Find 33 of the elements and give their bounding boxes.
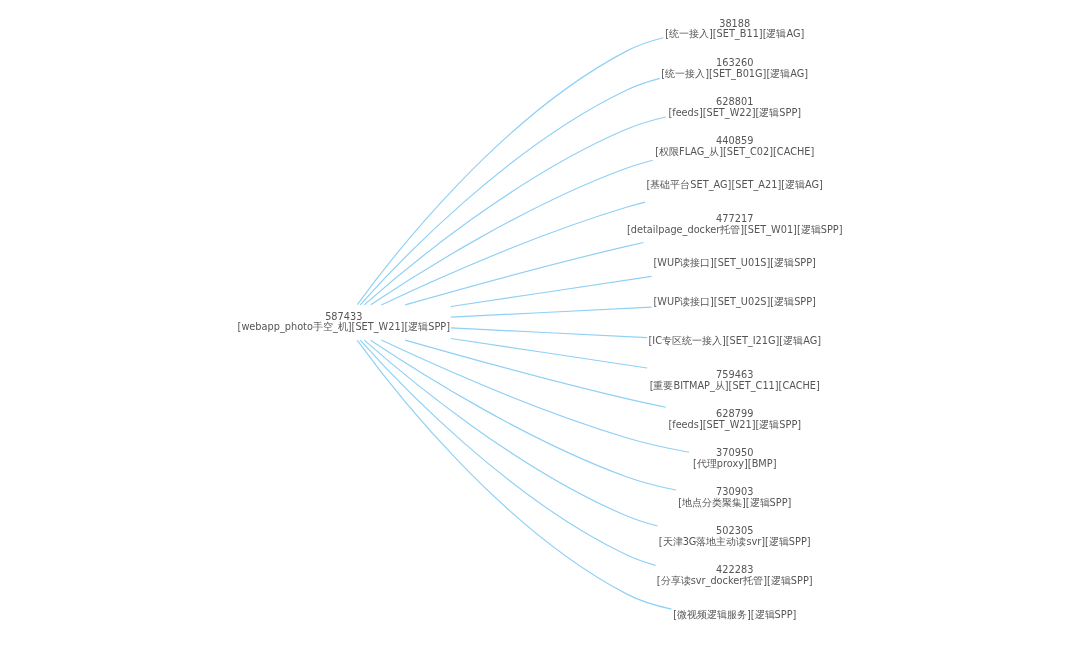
node-text: [WUP读接口][SET_U02S][逻辑SPP]: [653, 296, 816, 308]
node-text: 422283 [分享读svr_docker托管][逻辑SPP]: [656, 564, 813, 587]
connector: [450, 337, 648, 369]
node-text: 587433 [webapp_photo手空_机][SET_W21][逻辑SPP]: [237, 310, 450, 333]
connector: [450, 306, 653, 318]
connector: [356, 37, 664, 306]
connector: [370, 159, 654, 306]
node-text: 628799 [feeds][SET_W21][逻辑SPP]: [668, 408, 802, 430]
node-text: 502305 [天津3G落地主动读svr][逻辑SPP]: [658, 525, 811, 548]
node-text: [IC专区统一接入][SET_I21G][逻辑AG]: [648, 335, 822, 347]
node-text: 163260 [统一接入][SET_B01G][逻辑AG]: [661, 56, 809, 79]
node-text: [微视频逻辑服务][逻辑SPP]: [673, 608, 797, 620]
connector: [363, 116, 667, 306]
connector: [363, 339, 659, 527]
node-text: 477217 [detailpage_docker托管][SET_W01][逻辑SPP]: [627, 212, 843, 235]
connector: [356, 339, 673, 610]
connector: [450, 327, 648, 339]
node-text: 730903 [地点分类聚集][逻辑SPP]: [678, 486, 792, 509]
connector: [404, 241, 645, 306]
connector: [370, 339, 677, 491]
node-text: [WUP读接口][SET_U01S][逻辑SPP]: [653, 257, 816, 269]
connector: [404, 339, 667, 408]
node-text: 38188 [统一接入][SET_B11][逻辑AG]: [665, 17, 805, 40]
connector: [380, 201, 646, 306]
node-text: [基础平台SET_AG][SET_A21][逻辑AG]: [646, 179, 823, 191]
node-text: 628801 [feeds][SET_W22][逻辑SPP]: [668, 95, 802, 118]
node-text: 440859 [权限FLAG_从][SET_C02][CACHE]: [655, 134, 815, 157]
connector: [359, 77, 661, 306]
connector: [359, 339, 657, 566]
connector: [380, 339, 690, 453]
connector: [450, 275, 653, 308]
node-text: 759463 [重要BITMAP_从][SET_C11][CACHE]: [649, 369, 820, 391]
node-text: 370950 [代理proxy][BMP]: [693, 447, 777, 469]
